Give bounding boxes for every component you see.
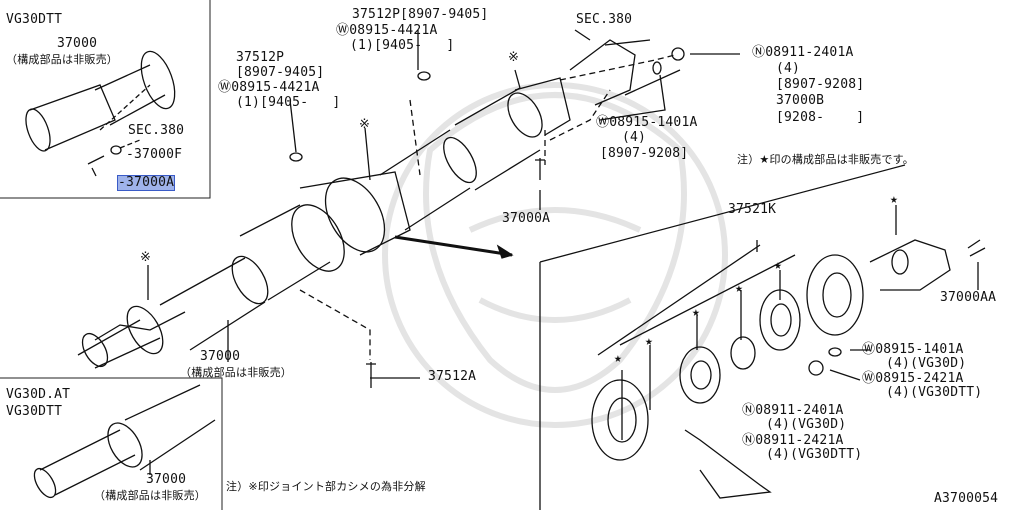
label-37512a: 37512A <box>428 369 477 384</box>
washer-mark: Ⓦ <box>596 115 610 130</box>
figure-id: A3700054 <box>934 491 999 506</box>
label-w08915-1401a-date: [8907-9208] <box>600 146 689 161</box>
inset-bottom-title-1: VG30D.AT <box>6 387 71 402</box>
nut-mark: Ⓝ <box>752 45 766 60</box>
label-n08911-2421a-r: Ⓝ08911-2421A <box>742 434 844 448</box>
label-w08915-1401a-r-qty: (4)(VG30D) <box>886 356 967 371</box>
label-n08911-2401a-r-text: 08911-2401A <box>755 403 844 418</box>
top-inset-drawing <box>25 50 176 177</box>
label-w08915-left-qty: (1)[9405- ] <box>236 95 341 110</box>
inset-top-bolt-text: 37000F <box>134 147 183 162</box>
note-star: 注）★印の構成部品は非販売です。 <box>737 153 914 166</box>
watermark-crest <box>382 82 728 428</box>
inset-top-title: VG30DTT <box>6 12 63 27</box>
star-mark-1: ★ <box>890 192 899 207</box>
label-37000-main: 37000 <box>200 349 241 364</box>
star-mark-3: ★ <box>735 281 744 296</box>
star-mark-5: ★ <box>645 334 654 349</box>
label-37000a-mid: 37000A <box>502 211 551 226</box>
label-n08911-2401a-r: Ⓝ08911-2401A <box>742 404 844 418</box>
label-w08915-1401a-r-text: 08915-1401A <box>875 342 964 357</box>
inset-top-bolt: -37000F <box>126 147 183 162</box>
inset-top-sec: SEC.380 <box>128 123 185 138</box>
label-sec380: SEC.380 <box>576 12 633 27</box>
label-w08915-1401a-qty: (4) <box>622 130 647 145</box>
bottom-inset-drawing <box>33 384 216 499</box>
label-n08911-2401a-r-qty: (4)(VG30D) <box>766 417 847 432</box>
label-n08911-2401a-text: 08911-2401A <box>765 45 854 60</box>
label-w08915-2421a-r-text: 08915-2421A <box>875 371 964 386</box>
inset-bottom-note: （構成部品は非販売） <box>94 489 206 502</box>
label-n08911-2401a: Ⓝ08911-2401A <box>752 46 854 60</box>
inset-bottom-title-2: VG30DTT <box>6 404 63 419</box>
main-shaft-assembly <box>77 29 740 388</box>
inset-top-screw-highlight[interactable]: -37000A <box>116 175 176 191</box>
label-n08911-date: [8907-9208] <box>776 77 865 92</box>
label-w08915-left-text: 08915-4421A <box>231 80 320 95</box>
exploded-bearing-assembly <box>539 164 986 510</box>
footnote-joint: 注）※印ジョイント部カシメの為非分解 <box>226 480 426 493</box>
label-37521k: 37521K <box>728 202 777 217</box>
inset-top-screw-text: 37000A <box>126 175 175 190</box>
nut-mark: Ⓝ <box>742 433 756 448</box>
washer-mark: Ⓦ <box>862 371 876 386</box>
label-w08915-1401a-r: Ⓦ08915-1401A <box>862 343 964 357</box>
inset-bottom-part: 37000 <box>146 472 187 487</box>
label-n08911-qty: (4) <box>776 61 801 76</box>
label-w08915-top-qty: (1)[9405- ] <box>350 38 455 53</box>
label-37000b: 37000B <box>776 93 825 108</box>
label-w08915-top: Ⓦ08915-4421A <box>336 24 438 38</box>
label-37512p-left-date: [8907-9405] <box>236 65 325 80</box>
label-37512p-top: 37512P[8907-9405] <box>352 7 489 22</box>
star-mark-4: ★ <box>692 305 701 320</box>
label-37000-main-note: （構成部品は非販売） <box>180 366 292 379</box>
star-mark-6: ★ <box>614 351 623 366</box>
joint-mark-3: ※ <box>508 50 520 65</box>
inset-top-part: 37000 <box>57 36 98 51</box>
joint-mark-2: ※ <box>359 117 371 132</box>
label-w08915-2421a-r-qty: (4)(VG30DTT) <box>886 385 983 400</box>
label-w08915-left: Ⓦ08915-4421A <box>218 81 320 95</box>
washer-mark: Ⓦ <box>218 80 232 95</box>
label-w08915-2421a-r: Ⓦ08915-2421A <box>862 372 964 386</box>
label-n08911-2421a-r-text: 08911-2421A <box>755 433 844 448</box>
label-w08915-top-text: 08915-4421A <box>349 23 438 38</box>
joint-mark-1: ※ <box>140 250 152 265</box>
washer-mark: Ⓦ <box>862 342 876 357</box>
label-w08915-1401a-text: 08915-1401A <box>609 115 698 130</box>
star-mark-2: ★ <box>774 258 783 273</box>
label-37512p-left: 37512P <box>236 50 285 65</box>
label-37000aa: 37000AA <box>940 290 997 305</box>
inset-top-note: （構成部品は非販売） <box>6 53 118 66</box>
washer-mark: Ⓦ <box>336 23 350 38</box>
label-37000b-date: [9208- ] <box>776 110 865 125</box>
inset-borders <box>0 0 223 510</box>
label-n08911-2421a-r-qty: (4)(VG30DTT) <box>766 447 863 462</box>
label-w08915-1401a: Ⓦ08915-1401A <box>596 116 698 130</box>
nut-mark: Ⓝ <box>742 403 756 418</box>
